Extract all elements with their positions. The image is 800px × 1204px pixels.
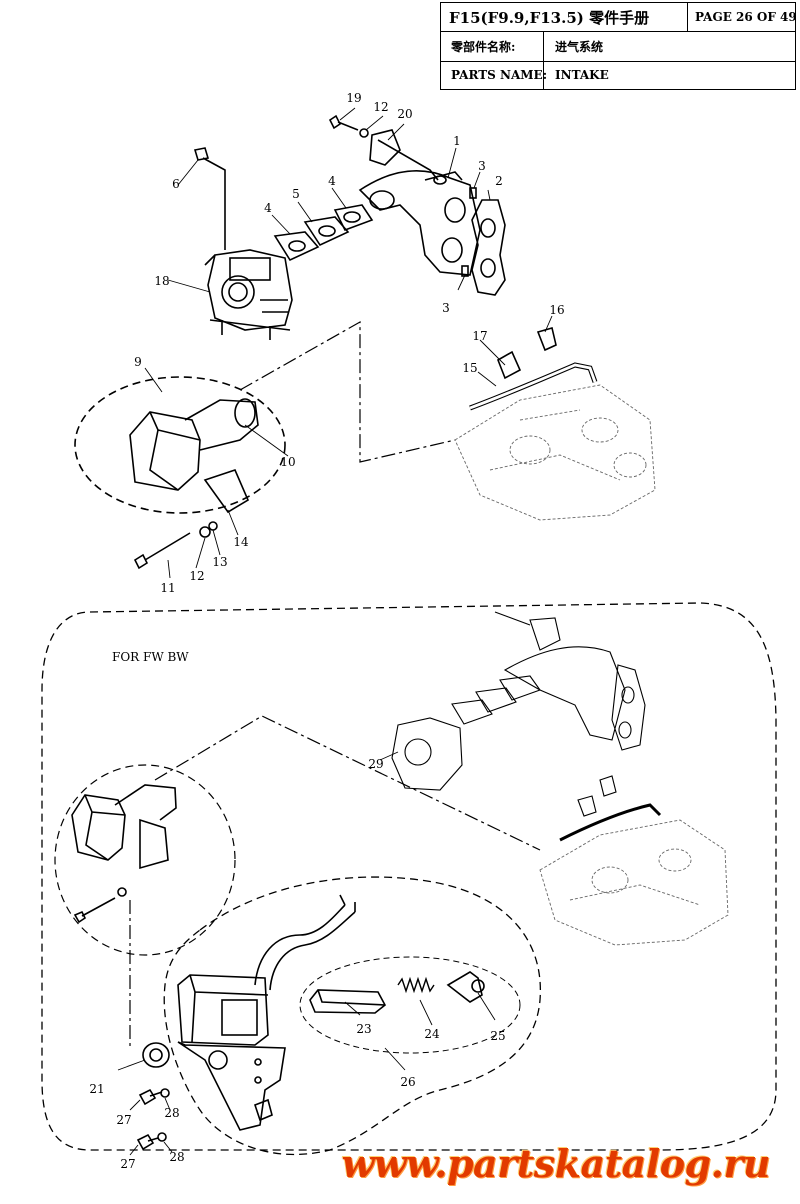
leader-lines-lower	[117, 751, 496, 1156]
drain-screw	[193, 147, 226, 250]
callout: 24	[424, 1027, 440, 1041]
long-bolt	[133, 532, 191, 570]
callout: 25	[490, 1029, 505, 1043]
callout: 27	[116, 1113, 131, 1127]
page-indicator: PAGE 26 OF 49	[695, 10, 797, 24]
watermark: www.partskatalog.ru	[341, 1141, 770, 1186]
leader-lines	[144, 107, 553, 579]
callout: 28	[164, 1106, 179, 1120]
intake-manifold	[358, 170, 481, 276]
callout: 27	[120, 1157, 135, 1171]
adjuster	[446, 971, 485, 1003]
model-title: F15(F9.9,F13.5) 零件手册	[449, 9, 650, 27]
washer	[199, 526, 211, 538]
dowel-pin	[469, 187, 477, 199]
callout: 13	[212, 555, 227, 569]
grommet	[142, 1042, 170, 1068]
callout: 10	[280, 455, 295, 469]
assembly-link-line	[239, 320, 456, 463]
solenoid-group-outline	[163, 876, 541, 1156]
solenoid-valve	[177, 894, 356, 1131]
callout: 5	[292, 187, 300, 201]
callout: 12	[373, 100, 388, 114]
long-bolt-lower	[73, 897, 116, 924]
callout: 17	[472, 329, 487, 343]
manifold-ghost-lower	[391, 611, 662, 842]
bracket	[369, 129, 439, 181]
callout: 29	[368, 757, 383, 771]
callout: 18	[154, 274, 169, 288]
parts-name-en-label: PARTS NAME:	[451, 68, 548, 82]
callout: 21	[89, 1082, 104, 1096]
callout: 14	[233, 535, 249, 549]
parts-name-en-value: INTAKE	[555, 68, 609, 82]
manifold-gasket	[471, 199, 506, 296]
spacer-gaskets	[273, 204, 374, 262]
variant-label: FOR FW BW	[112, 650, 189, 664]
callout: 6	[172, 177, 180, 191]
washer-lower	[117, 887, 127, 897]
spring	[397, 976, 435, 994]
callout: 23	[356, 1022, 371, 1036]
callout: 15	[462, 361, 477, 375]
callout: 2	[495, 174, 503, 188]
variant-boundary	[41, 602, 777, 1151]
callout-labels: 1 2 3 3 4 4 5 6 9 10 11 12 12 13 14 15 1…	[89, 91, 564, 1171]
intake-silencer	[129, 398, 259, 514]
silencer-outline-lower	[54, 764, 236, 956]
engine-block-ghost	[454, 384, 656, 521]
silencer-lower	[71, 784, 177, 870]
callout: 1	[453, 134, 461, 148]
washer	[157, 1132, 167, 1142]
callout: 3	[442, 301, 450, 315]
plunger-group-outline	[299, 956, 521, 1054]
carburetor	[204, 249, 293, 340]
callout: 4	[328, 174, 336, 188]
nut	[208, 521, 218, 531]
callout: 16	[549, 303, 564, 317]
callout: 28	[169, 1150, 184, 1164]
callout: 20	[397, 107, 412, 121]
clip	[536, 327, 557, 352]
callout: 9	[134, 355, 142, 369]
callout: 19	[346, 91, 361, 105]
callout: 4	[264, 201, 272, 215]
engine-block-ghost-lower	[539, 819, 729, 946]
washer	[160, 1088, 170, 1098]
parts-name-cn-label: 零部件名称:	[451, 40, 516, 54]
screw	[136, 1133, 159, 1151]
plunger	[309, 989, 387, 1014]
washer	[359, 128, 369, 138]
callout: 11	[160, 581, 175, 595]
title-block: F15(F9.9,F13.5) 零件手册 PAGE 26 OF 49 零部件名称…	[440, 2, 797, 90]
callout: 26	[400, 1075, 415, 1089]
callout: 12	[189, 569, 204, 583]
silencer-group-outline	[74, 376, 286, 514]
callout: 3	[478, 159, 486, 173]
screw	[138, 1088, 163, 1106]
bolt	[328, 114, 359, 131]
clip	[497, 350, 522, 380]
parts-name-cn-value: 进气系统	[555, 40, 604, 54]
assembly-link-line-lower	[154, 715, 541, 851]
